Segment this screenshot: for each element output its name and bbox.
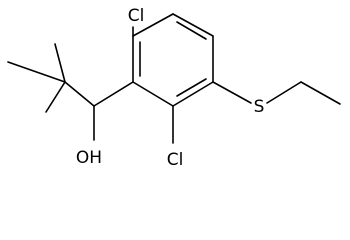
atom-label-cl-bottom: Cl — [167, 150, 184, 170]
ring-bond — [132, 81, 174, 107]
ring-double-bond — [176, 21, 207, 40]
benzene-ring — [132, 13, 214, 107]
atom-label-sulfur: S — [254, 97, 265, 117]
bond-ring-sulfur — [212, 81, 252, 104]
bond-sulfur-ethyl — [266, 81, 302, 104]
ring-double-bond — [176, 78, 207, 97]
bond-tert-methyl-left — [7, 61, 66, 83]
atom-label-hydroxyl: OH — [76, 148, 102, 168]
bond-ethyl-methyl — [300, 81, 341, 105]
ring-bond — [172, 13, 214, 37]
atom-labels: Cl Cl S OH — [76, 6, 264, 170]
substituent-bonds — [7, 26, 341, 144]
bond-carbinol-tert-carbon — [64, 81, 95, 107]
bond-ring-carbinol — [93, 81, 134, 107]
bond-tert-methyl-bottom — [45, 81, 66, 113]
molecule-structure-diagram: Cl Cl S OH — [7, 6, 341, 170]
ring-bond — [132, 13, 174, 37]
ring-bond — [172, 81, 214, 107]
bond-tert-methyl-top — [54, 43, 66, 83]
atom-label-cl-top: Cl — [128, 6, 145, 26]
